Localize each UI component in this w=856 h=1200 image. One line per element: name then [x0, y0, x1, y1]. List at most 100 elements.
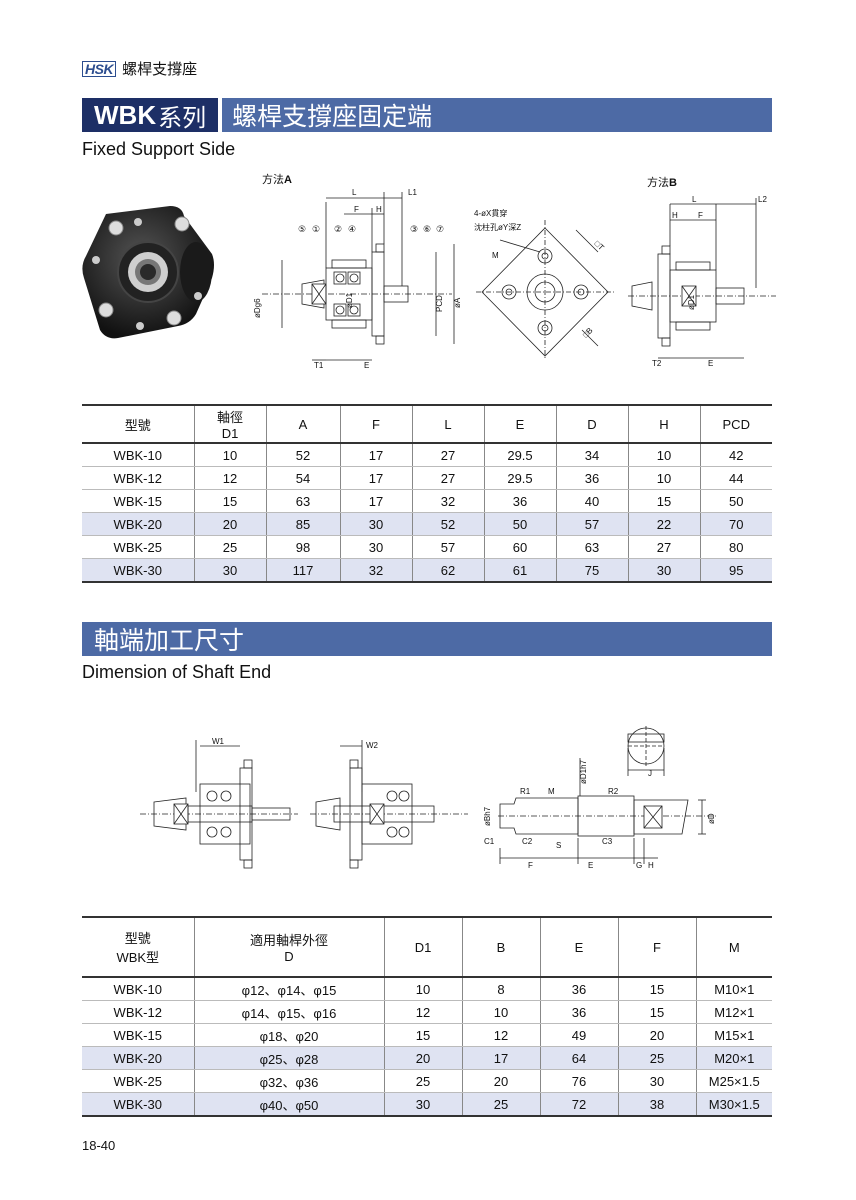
svg-text:③: ③	[410, 224, 418, 234]
front-view-drawing: 4-øX貫穿 沈柱孔øY深Z M □T □B	[474, 208, 614, 360]
series-suffix: 系列	[158, 104, 207, 132]
svg-text:øD1: øD1	[687, 294, 696, 310]
col-l: L	[411, 404, 485, 444]
svg-text:H: H	[672, 211, 678, 220]
svg-text:T2: T2	[652, 359, 662, 368]
svg-text:H: H	[648, 861, 654, 870]
svg-text:øD1h7: øD1h7	[579, 759, 588, 784]
section-title: 螺桿支撐座固定端	[232, 103, 433, 131]
svg-text:②: ②	[334, 224, 342, 234]
svg-text:F: F	[698, 211, 703, 220]
section-banner-wbk: WBK 系列 螺桿支撐座固定端	[82, 98, 772, 132]
svg-text:L1: L1	[408, 188, 417, 197]
svg-text:□T: □T	[593, 239, 606, 252]
col-e: E	[539, 916, 619, 978]
svg-text:W1: W1	[212, 737, 225, 746]
svg-text:øBh7: øBh7	[483, 806, 492, 826]
svg-text:øA: øA	[453, 297, 462, 308]
brand-logo: HSK	[82, 60, 117, 77]
svg-text:E: E	[708, 359, 713, 368]
svg-text:E: E	[364, 361, 369, 370]
svg-text:øD1: øD1	[345, 292, 354, 308]
section-subtitle: Fixed Support Side	[82, 139, 236, 159]
svg-text:E: E	[588, 861, 593, 870]
col-h: H	[627, 404, 701, 444]
svg-text:øD: øD	[707, 813, 716, 824]
svg-text:L: L	[692, 195, 697, 204]
svg-text:C1: C1	[484, 837, 495, 846]
svg-text:C2: C2	[522, 837, 533, 846]
page-number: 18-40	[82, 1138, 116, 1153]
shaft-dimension-drawing: J R1 M øD1h7 R2 øBh7 øD C1 C2 S C3 F E G…	[483, 726, 718, 870]
svg-text:S: S	[556, 841, 561, 850]
svg-text:T1: T1	[314, 361, 324, 370]
svg-text:F: F	[354, 205, 359, 214]
svg-text:R1: R1	[520, 787, 531, 796]
col-model: 型號	[82, 404, 195, 444]
svg-text:L2: L2	[758, 195, 767, 204]
col-pcd: PCD	[699, 404, 772, 444]
shaft-w1-drawing: W1	[140, 737, 298, 869]
svg-text:□B: □B	[581, 326, 595, 340]
svg-text:④: ④	[348, 224, 356, 234]
svg-text:⑦: ⑦	[436, 224, 444, 234]
col-a: A	[265, 404, 341, 444]
svg-text:①: ①	[312, 224, 320, 234]
col-d1: D1	[383, 916, 463, 978]
col-f: F	[617, 916, 697, 978]
svg-text:L: L	[352, 188, 357, 197]
col-d: D	[555, 404, 629, 444]
method-b-label: 方法B	[647, 177, 677, 189]
series-label: WBK 系列	[82, 98, 219, 132]
svg-text:⑥: ⑥	[423, 224, 431, 234]
svg-text:⑤: ⑤	[298, 224, 306, 234]
svg-text:C3: C3	[602, 837, 613, 846]
section2-title: 軸端加工尺寸	[82, 622, 245, 656]
svg-text:W2: W2	[366, 741, 379, 750]
svg-text:R2: R2	[608, 787, 619, 796]
method-b-drawing: L L2 H F øD1 T2 E	[628, 195, 776, 368]
col-m: M	[695, 916, 772, 978]
brand-title: 螺桿支撐座	[122, 61, 198, 78]
product-photo	[82, 206, 215, 339]
svg-text:H: H	[376, 205, 382, 214]
svg-text:M: M	[548, 787, 555, 796]
svg-text:沈柱孔øY深Z: 沈柱孔øY深Z	[474, 222, 521, 232]
svg-text:J: J	[648, 769, 652, 778]
col-f: F	[339, 404, 413, 444]
method-a-drawing: L L1 F H ⑤ ① ② ④ ③ ⑥ ⑦ øDg6 øD1 PCD øA T…	[253, 188, 462, 370]
method-a-label: 方法A	[262, 174, 292, 186]
svg-text:4-øX貫穿: 4-øX貫穿	[474, 208, 507, 218]
col-b: B	[461, 916, 541, 978]
svg-text:F: F	[528, 861, 533, 870]
svg-text:M: M	[492, 251, 499, 260]
shaft-w2-drawing: W2	[310, 740, 468, 869]
svg-text:G: G	[636, 861, 642, 870]
col-e: E	[483, 404, 557, 444]
section2-subtitle: Dimension of Shaft End	[82, 662, 272, 682]
section-banner-shaft: 軸端加工尺寸	[82, 622, 772, 656]
svg-text:øDg6: øDg6	[253, 298, 262, 318]
series-code: WBK	[94, 99, 157, 130]
svg-text:PCD: PCD	[435, 295, 444, 312]
brand-header: HSK 螺桿支撐座	[82, 58, 197, 79]
